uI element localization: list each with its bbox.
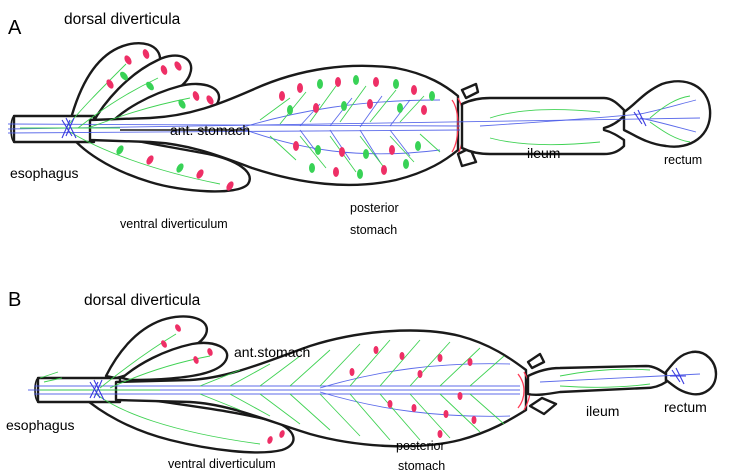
panel-a-label-ant-stomach: ant. stomach [170,122,250,138]
panel-b-label-posterior: posterior [396,439,445,453]
panel-a-label-stomach: stomach [350,223,397,237]
panel-b: B dorsal diverticula [6,289,716,473]
panel-a-label-dorsal-diverticula: dorsal diverticula [64,11,181,28]
panel-b-malpighian-stub-top [528,354,544,368]
panel-b-malpighian-stub-bottom [530,398,556,414]
panel-a-label-esophagus: esophagus [10,165,79,181]
panel-b-label-esophagus: esophagus [6,417,75,433]
panel-b-label-ant-stomach: ant.stomach [234,344,310,360]
panel-a-label-ventral-diverticulum: ventral diverticulum [120,217,228,231]
panel-b-label-stomach: stomach [398,459,445,473]
panel-a-label-rectum: rectum [664,153,702,167]
panel-a-malpighian-stub-top [462,84,478,98]
panel-a-label-posterior: posterior [350,201,399,215]
panel-b-label-rectum: rectum [664,399,707,415]
panel-a-letter: A [8,17,22,39]
panel-b-label-ileum: ileum [586,403,619,419]
panel-b-letter: B [8,289,21,311]
panel-a: A dorsal diverticula [8,11,710,237]
panel-b-label-dorsal-diverticula: dorsal diverticula [84,292,201,309]
panel-a-label-ileum: ileum [527,145,560,161]
panel-b-label-ventral-diverticulum: ventral diverticulum [168,457,276,471]
